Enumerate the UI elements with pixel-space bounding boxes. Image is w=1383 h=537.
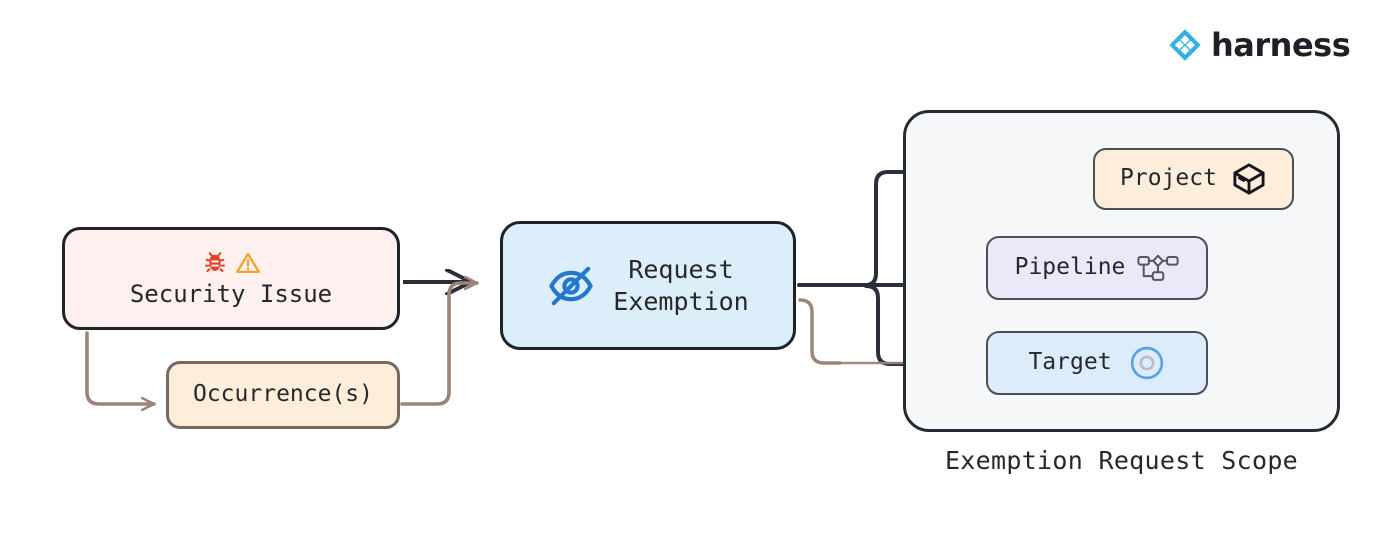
harness-diamond-logo-icon xyxy=(1169,29,1201,61)
node-occurrences[interactable]: Occurrence(s) xyxy=(166,361,400,429)
node-target-label: Target xyxy=(1028,349,1112,376)
node-request-exemption-label: Request Exemption xyxy=(613,255,749,316)
node-pipeline-label: Pipeline xyxy=(1014,254,1126,281)
bug-icon xyxy=(204,252,225,272)
edge-security-to-occurrence xyxy=(85,331,156,404)
target-circle-icon xyxy=(1130,346,1163,380)
node-project-label: Project xyxy=(1120,165,1217,192)
node-security-issue-label: Security Issue xyxy=(129,279,333,308)
node-target[interactable]: Target xyxy=(986,331,1208,395)
box-cube-icon xyxy=(1233,163,1265,195)
node-project[interactable]: Project xyxy=(1093,148,1294,210)
node-security-issue[interactable]: Security Issue xyxy=(62,227,400,330)
warning-triangle-icon xyxy=(235,252,260,273)
pipeline-nodes-icon xyxy=(1137,254,1179,281)
node-request-exemption[interactable]: Request Exemption xyxy=(500,221,796,350)
harness-logo: harness xyxy=(1168,26,1351,64)
security-issue-icons xyxy=(202,249,261,277)
harness-wordmark: harness xyxy=(1211,26,1351,64)
exemption-request-scope-label: Exemption Request Scope xyxy=(944,446,1299,475)
eye-slash-icon xyxy=(549,266,593,305)
edge-occurrence-to-request xyxy=(400,283,479,406)
node-occurrences-label: Occurrence(s) xyxy=(192,381,373,408)
edge-tan-scope-curve xyxy=(798,298,842,365)
node-pipeline[interactable]: Pipeline xyxy=(986,236,1208,300)
